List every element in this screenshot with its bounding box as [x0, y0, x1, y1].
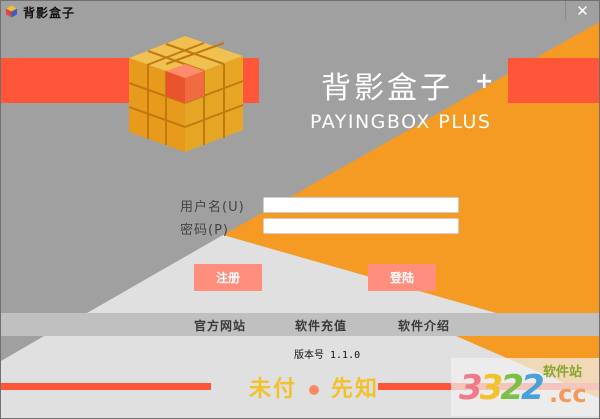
cube-logo-icon — [128, 36, 244, 152]
nav-introduction[interactable]: 软件介绍 — [398, 319, 451, 333]
password-input[interactable] — [263, 218, 459, 234]
version-label: 版本号 1.1.0 — [294, 350, 361, 361]
close-icon: ✕ — [576, 1, 589, 20]
slogan-left: 未付 — [249, 377, 298, 402]
nav-official-site[interactable]: 官方网站 — [194, 319, 247, 333]
slogan: 未付 先知 — [249, 371, 379, 403]
username-input[interactable] — [263, 197, 459, 213]
watermark-tag: 软件站 — [543, 365, 583, 380]
slogan-right: 先知 — [331, 377, 380, 402]
app-icon — [6, 5, 17, 18]
nav-recharge[interactable]: 软件充值 — [295, 319, 348, 333]
logo-title-en: PAYINGBOX PLUS — [310, 111, 492, 133]
title-bar: 背影盒子 ✕ — [1, 1, 599, 23]
login-button[interactable]: 登陆 — [368, 264, 436, 291]
dot-icon — [309, 385, 320, 395]
window-title: 背影盒子 — [23, 6, 76, 20]
username-label: 用户名(U) — [180, 200, 245, 215]
password-label: 密码(P) — [180, 223, 229, 238]
watermark-domain: .cc — [549, 380, 587, 408]
logo-plus: + — [475, 69, 494, 94]
nav-bar: 官方网站 软件充值 软件介绍 — [1, 313, 599, 336]
logo-title-cn: 背影盒子 — [321, 71, 453, 106]
watermark: 3322 .cc 软件站 — [451, 358, 599, 416]
close-button[interactable]: ✕ — [565, 1, 599, 20]
register-button[interactable]: 注册 — [194, 264, 262, 291]
watermark-number: 3322 — [459, 368, 545, 408]
